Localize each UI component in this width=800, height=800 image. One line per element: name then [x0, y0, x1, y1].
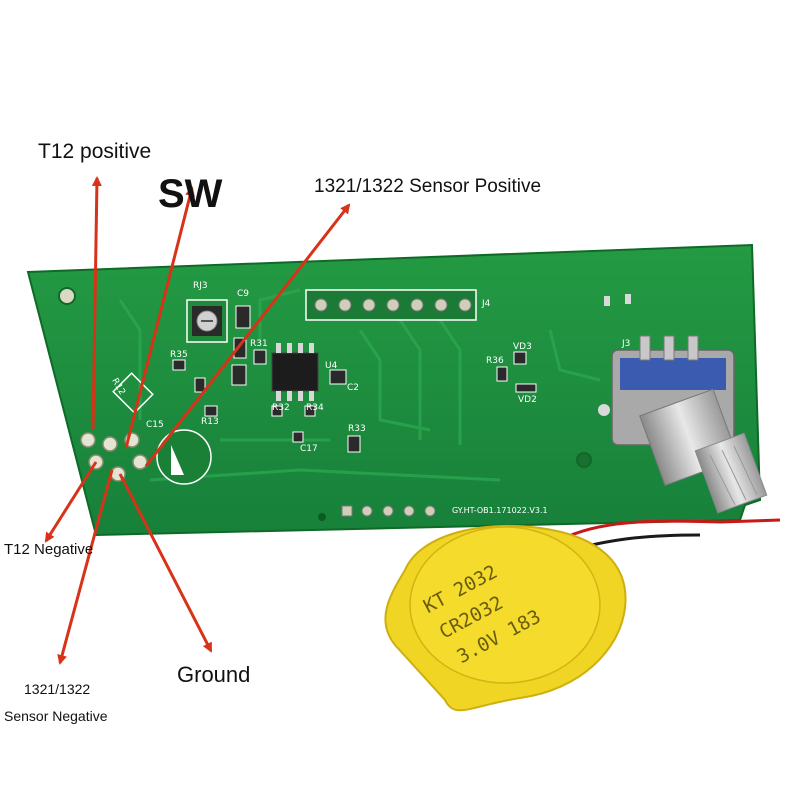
arrow-t12-negative — [44, 461, 98, 543]
silk-c15: C15 — [146, 420, 164, 430]
label-t12-negative: T12 Negative — [4, 541, 94, 558]
silk-c17: C17 — [300, 444, 318, 454]
mounting-hole — [576, 452, 592, 468]
silk-r33: R33 — [348, 424, 366, 434]
label-ground: Ground — [177, 662, 251, 687]
arrow-ground — [118, 473, 213, 653]
annotation-arrows — [44, 176, 351, 665]
bottom-pads — [341, 505, 436, 517]
silk-j4: J4 — [481, 299, 491, 309]
label-t12-positive: T12 positive — [38, 140, 152, 163]
arrow-sw — [124, 186, 195, 449]
silk-r31: R31 — [250, 339, 268, 349]
silk-r36: R36 — [486, 356, 504, 366]
arrow-t12-positive — [91, 176, 102, 431]
silk-u4: U4 — [325, 361, 338, 371]
label-sw: SW — [158, 172, 223, 216]
rotary-encoder — [598, 335, 768, 514]
label-sensor-negative-line1: 1321/1322 — [24, 681, 91, 697]
ic-u4 — [271, 343, 319, 401]
silk-c2: C2 — [347, 383, 359, 393]
arrow-sensor-positive — [144, 203, 351, 467]
label-sensor-negative-line2: Sensor Negative — [4, 708, 108, 724]
mounting-hole — [58, 287, 76, 305]
header-j4 — [305, 289, 477, 321]
trimmer-rj3 — [186, 299, 228, 343]
label-sensor-positive: 1321/1322 Sensor Positive — [314, 176, 542, 197]
silk-r13: R13 — [201, 417, 219, 427]
silk-vd3: VD3 — [513, 342, 532, 352]
silk-vd2: VD2 — [518, 395, 537, 405]
silk-c9: C9 — [237, 289, 249, 299]
silk-rj3: RJ3 — [193, 281, 208, 291]
capacitor-c15 — [156, 429, 212, 485]
silk-r35: R35 — [170, 350, 188, 360]
battery-wire-red — [559, 518, 781, 542]
smd-components — [172, 305, 537, 453]
arrow-sensor-negative — [57, 469, 114, 665]
mounting-hole — [318, 513, 326, 521]
silk-r34: R34 — [306, 403, 324, 413]
coin-battery: KT 2032 CR2032 3.0V 183 — [384, 524, 627, 712]
silk-version: GY.HT-OB1.171022.V3.1 — [452, 506, 548, 515]
silk-j3: J3 — [621, 339, 630, 349]
silk-r32: R32 — [272, 403, 290, 413]
top-pins — [604, 294, 631, 306]
